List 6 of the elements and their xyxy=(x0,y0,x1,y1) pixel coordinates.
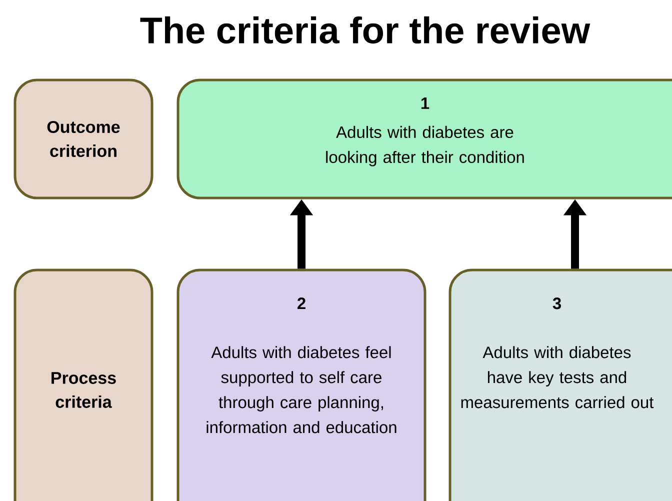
criterion-box: 3 Adults with diabetes have key tests and measurements carried out xyxy=(448,268,672,501)
row-label-box: Process criteria xyxy=(14,268,154,501)
title: The criteria for the review xyxy=(140,16,590,44)
criterion-box: 2 Adults with diabetes feel supported to self care through care planning, information and education xyxy=(176,268,426,501)
row-label-box: Outcome criterion xyxy=(14,78,154,200)
criterion-box: 1 Adults with diabetes are looking after their condition xyxy=(176,78,672,200)
